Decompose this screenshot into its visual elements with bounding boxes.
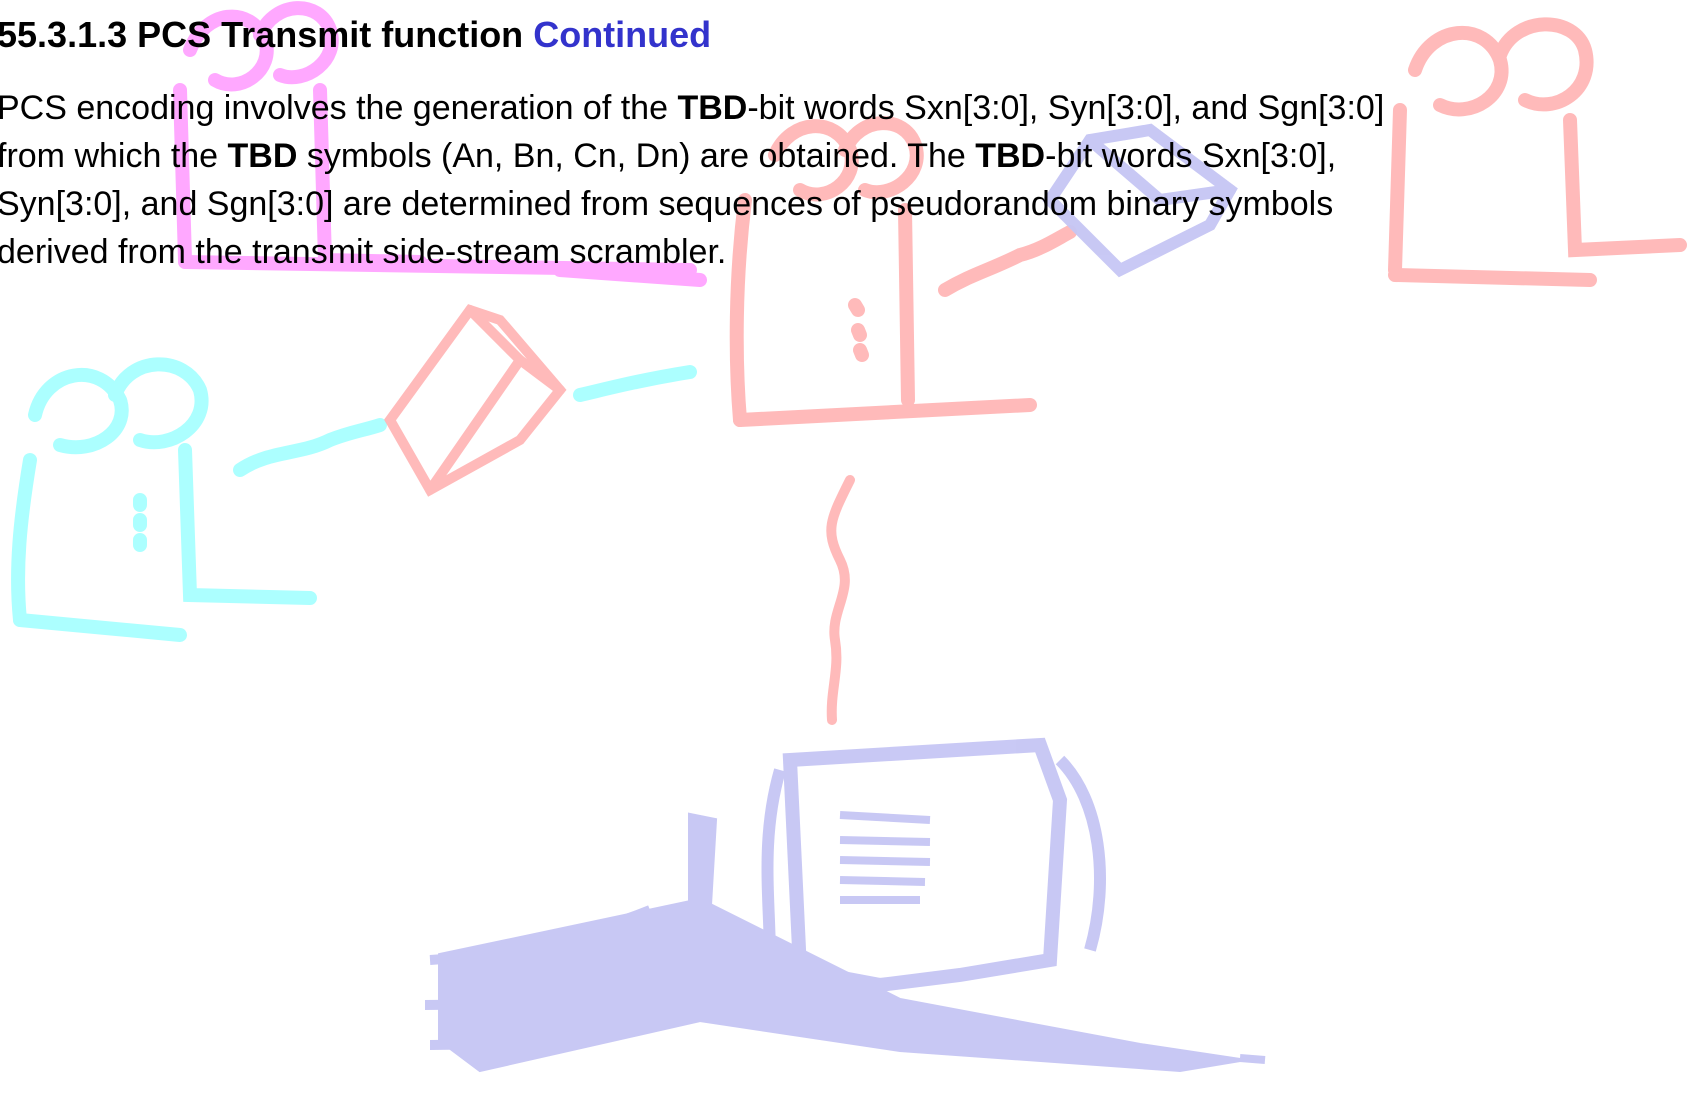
paragraph-line: derived from the transmit side-stream sc…: [0, 233, 727, 271]
envelope-icon: [1042, 123, 1238, 278]
computer-terminal-icon: [424, 737, 1266, 1073]
tape-drive-icon: [11, 357, 697, 642]
tape-drive-icon: [173, 1, 707, 287]
body-paragraph: PCS encoding involves the generation of …: [0, 84, 1637, 276]
tbd-marker: TBD: [227, 137, 298, 175]
paragraph-line: Syn[3:0], and Sgn[3:0] are determined fr…: [0, 185, 1334, 223]
tape-drive-icon: [729, 116, 1077, 427]
section-heading: 55.3.1.3 PCS Transmit function Continued: [0, 14, 711, 56]
tape-drive-icon: [1388, 17, 1687, 287]
paragraph-line: from which the TBD symbols (An, Bn, Cn, …: [0, 137, 1337, 175]
tbd-marker: TBD: [975, 137, 1046, 175]
connector-squiggle: [826, 475, 855, 725]
section-number: 55.3.1.3: [0, 14, 128, 55]
envelope-icon: [384, 304, 567, 497]
tbd-marker: TBD: [677, 89, 748, 127]
continued-label: Continued: [533, 14, 712, 55]
section-title: PCS Transmit function: [137, 14, 524, 55]
paragraph-line: PCS encoding involves the generation of …: [0, 89, 1385, 127]
